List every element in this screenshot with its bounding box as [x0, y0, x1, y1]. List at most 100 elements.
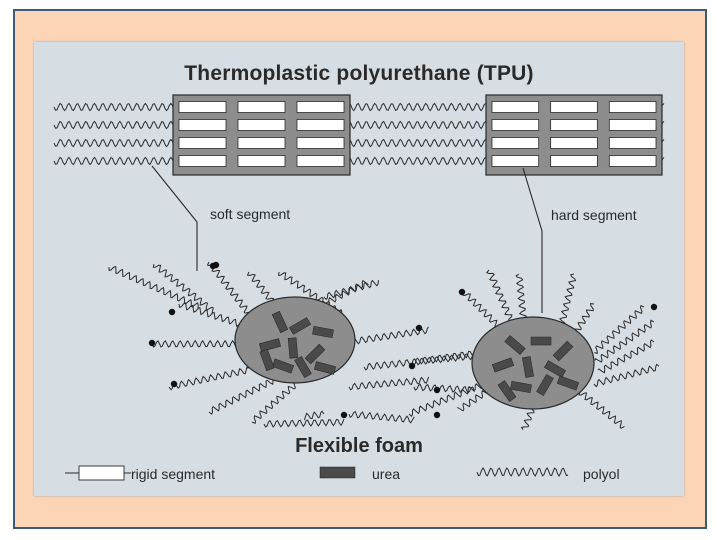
chain-end-dot [212, 261, 220, 269]
urea-segment [312, 326, 334, 338]
rigid-segment [491, 101, 540, 113]
polyol-chain [594, 319, 655, 363]
polyol-chain [413, 383, 475, 394]
rigid-segment [491, 137, 540, 149]
urea-segment [543, 360, 567, 378]
legend-urea-label: urea [372, 466, 401, 482]
legend [65, 465, 569, 481]
urea-segment [552, 340, 574, 362]
hard-segment-domain [471, 316, 595, 410]
polyol-chain [151, 339, 250, 348]
polyol-chain [348, 326, 429, 346]
rigid-segment [237, 119, 286, 131]
flexible-foam-title: Flexible foam [295, 435, 423, 457]
tpu-title: Thermoplastic polyurethane (TPU) [184, 62, 534, 85]
polyol-chain [206, 261, 252, 314]
chain-end-dot [458, 288, 466, 296]
rigid-segment [550, 119, 598, 131]
rigid-segment [237, 101, 286, 113]
rigid-segment [550, 137, 598, 149]
rigid-segment [608, 137, 657, 149]
legend-polyol-label: polyol [583, 466, 620, 482]
urea-segment [259, 348, 275, 372]
rigid-segment [296, 119, 345, 131]
polyol-chain [573, 303, 595, 332]
urea-segment [504, 335, 526, 355]
polyol-chain [323, 279, 379, 301]
rigid-segment [491, 119, 540, 131]
polyol-chain [572, 386, 625, 429]
rigid-segment [491, 155, 540, 167]
rigid-segment [178, 155, 227, 167]
polyol-chain [486, 269, 516, 329]
urea-segment [522, 356, 534, 378]
polyol-chain [152, 263, 214, 315]
polyol-chain [515, 273, 528, 325]
legend-urea-swatch [319, 466, 356, 479]
urea-segment [304, 343, 326, 365]
polyol-chain [303, 410, 325, 421]
chain-end-dot [170, 380, 178, 388]
urea-segment [313, 361, 337, 375]
chain-end-dot [148, 339, 156, 347]
slide-frame: Thermoplastic polyurethane (TPU) soft se… [13, 9, 707, 529]
legend-rigid-segment-label: rigid segment [131, 466, 216, 482]
urea-segment [287, 337, 299, 359]
rigid-segment [608, 119, 657, 131]
chain-end-dot [650, 303, 658, 311]
rigid-segment [550, 155, 598, 167]
urea-segment [530, 336, 552, 346]
soft-segment-label: soft segment [210, 206, 291, 222]
rigid-segment [296, 155, 345, 167]
hard-segment-leader [522, 167, 543, 313]
rigid-segment [178, 137, 227, 149]
urea-segment [294, 355, 312, 379]
hard-segment-label: hard segment [551, 207, 637, 223]
urea-segment [271, 358, 295, 374]
leader-lines [151, 165, 543, 313]
polyol-chain [251, 381, 296, 424]
polyol-chain [263, 418, 345, 428]
chain-end-dot [433, 386, 441, 394]
chain-end-dot [415, 324, 423, 332]
chain-end-dot [340, 411, 348, 419]
chain-end-dot [408, 362, 416, 370]
diagram-canvas [53, 94, 665, 481]
polyol-chain [408, 377, 496, 418]
urea-segment [491, 357, 515, 373]
polyol-chain [178, 302, 250, 330]
polyol-chain [348, 410, 415, 424]
polyol-chain [594, 305, 645, 355]
rigid-segment [178, 101, 227, 113]
rigid-segment [608, 101, 657, 113]
urea-segment [271, 310, 289, 334]
urea-segment [497, 380, 517, 402]
rigid-segment [550, 101, 598, 113]
rigid-segment [296, 101, 345, 113]
polyol-chain [597, 339, 655, 374]
chain-end-dot [433, 411, 441, 419]
legend-polyol-wave [476, 467, 569, 477]
polyol-chain [168, 366, 249, 391]
rigid-segment [178, 119, 227, 131]
polyol-chain [208, 377, 274, 415]
legend-rigid-segment-swatch [78, 465, 125, 481]
chain-end-dot [168, 308, 176, 316]
soft-segment-leader [151, 165, 198, 271]
urea-segment [510, 381, 532, 393]
flexible-foam-structure [108, 261, 660, 430]
urea-segment [258, 338, 282, 352]
rigid-segment [237, 155, 286, 167]
polyol-chain [411, 348, 485, 366]
urea-segment [536, 373, 554, 397]
rigid-segment [296, 137, 345, 149]
polyol-chain [593, 363, 660, 388]
rigid-segment [237, 137, 286, 149]
polyol-chain [559, 273, 577, 325]
urea-segment [288, 317, 312, 335]
polyol-chain [348, 376, 430, 391]
urea-segment [556, 375, 580, 391]
rigid-segment [608, 155, 657, 167]
tpu-structure [53, 94, 665, 176]
diagram-panel: Thermoplastic polyurethane (TPU) soft se… [34, 42, 684, 496]
